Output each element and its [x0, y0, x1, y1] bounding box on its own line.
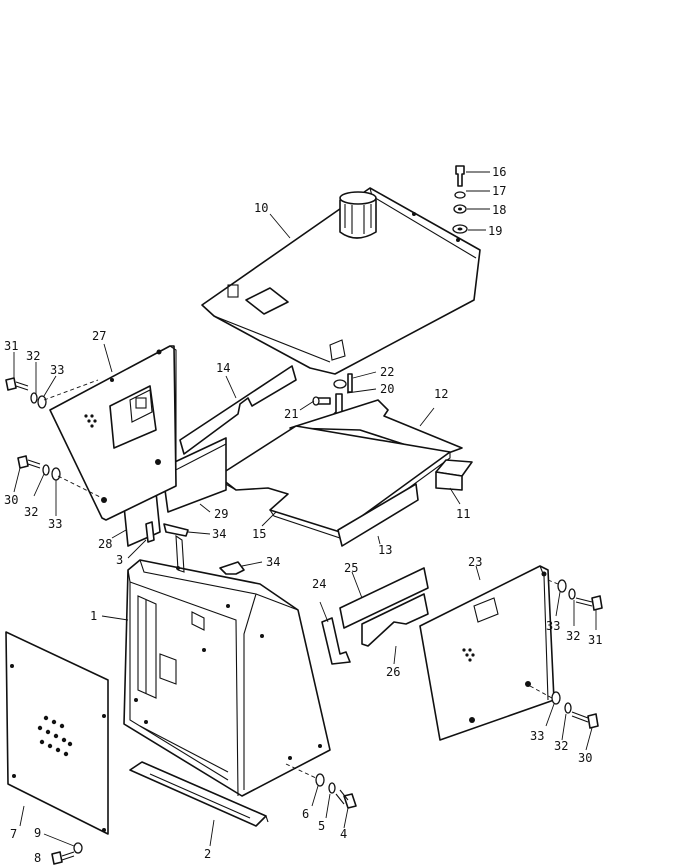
label-22: 22 — [380, 365, 394, 379]
label-33a: 33 — [50, 363, 64, 377]
hinge-pin-20-22 — [299, 371, 377, 417]
part-labels: 10 16 17 18 19 22 20 21 12 11 13 15 14 2… — [4, 165, 602, 865]
top-cover-part — [201, 187, 481, 375]
label-29: 29 — [214, 507, 228, 521]
label-30a: 30 — [4, 493, 18, 507]
label-26: 26 — [386, 665, 400, 679]
right-door-part — [419, 565, 555, 741]
label-20: 20 — [380, 382, 394, 396]
left-door-part — [49, 345, 177, 521]
label-1: 1 — [90, 609, 97, 623]
panel-25-part — [339, 567, 429, 629]
label-10: 10 — [254, 201, 268, 215]
label-2: 2 — [204, 847, 211, 861]
label-17: 17 — [492, 184, 506, 198]
label-31a: 31 — [4, 339, 18, 353]
label-23: 23 — [468, 555, 482, 569]
label-28: 28 — [98, 537, 112, 551]
label-5: 5 — [318, 819, 325, 833]
label-8: 8 — [34, 851, 41, 865]
label-24: 24 — [312, 577, 326, 591]
label-25: 25 — [344, 561, 358, 575]
label-16: 16 — [492, 165, 506, 179]
label-4: 4 — [340, 827, 347, 841]
filler-cap-part — [339, 191, 377, 239]
label-7: 7 — [10, 827, 17, 841]
label-21: 21 — [284, 407, 298, 421]
frame-fasteners — [285, 763, 357, 829]
strip-14-part — [179, 365, 297, 455]
label-19: 19 — [488, 224, 502, 238]
label-32d: 32 — [554, 739, 568, 753]
clip-parts — [145, 521, 263, 575]
label-9: 9 — [34, 826, 41, 840]
label-34b: 34 — [266, 555, 280, 569]
label-18: 18 — [492, 203, 506, 217]
front-bolts — [43, 833, 83, 865]
label-34a: 34 — [212, 527, 226, 541]
bottom-rail-part — [129, 761, 269, 827]
right-fasteners — [529, 579, 603, 751]
left-fasteners — [5, 352, 103, 516]
label-12: 12 — [434, 387, 448, 401]
label-33b: 33 — [48, 517, 62, 531]
label-3: 3 — [116, 553, 123, 567]
label-31b: 31 — [588, 633, 602, 647]
label-11: 11 — [456, 507, 470, 521]
label-33c: 33 — [546, 619, 560, 633]
label-6: 6 — [302, 807, 309, 821]
label-13: 13 — [378, 543, 392, 557]
strip-13-part — [337, 483, 419, 547]
panel-24-part — [321, 617, 351, 665]
label-33d: 33 — [530, 729, 544, 743]
label-15: 15 — [252, 527, 266, 541]
panel-26-part — [361, 593, 429, 647]
bolt-stack-16-19 — [452, 165, 490, 234]
label-30b: 30 — [578, 751, 592, 765]
label-32b: 32 — [24, 505, 38, 519]
leader-lines — [19, 213, 481, 847]
label-32c: 32 — [566, 629, 580, 643]
front-panel-part — [5, 631, 109, 835]
block-11-part — [435, 459, 473, 491]
label-32a: 32 — [26, 349, 40, 363]
main-frame-part — [123, 534, 331, 797]
label-27: 27 — [92, 329, 106, 343]
label-14: 14 — [216, 361, 230, 375]
